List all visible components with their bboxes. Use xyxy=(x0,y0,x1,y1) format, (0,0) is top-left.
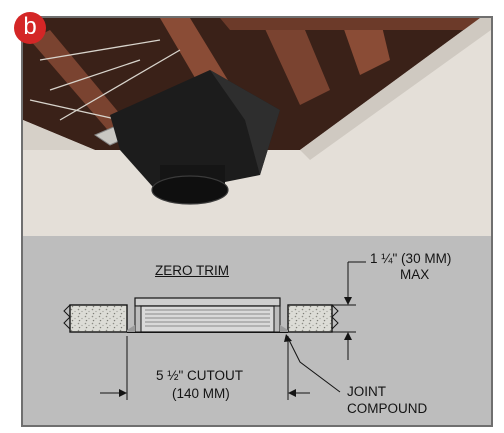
housing-top xyxy=(134,297,281,307)
housing-aperture xyxy=(151,175,229,205)
depth-dimension-max-label: MAX xyxy=(400,267,430,282)
break-line xyxy=(331,304,339,330)
ceiling-render xyxy=(23,18,491,236)
depth-dimension-label: 1 ¼" (30 MM) xyxy=(370,251,452,266)
cutout-dimension-label: 5 ½" CUTOUT xyxy=(156,368,244,383)
joist xyxy=(340,18,390,75)
joist xyxy=(220,18,480,30)
diagram-title: ZERO TRIM xyxy=(155,263,229,278)
joist xyxy=(260,18,330,105)
joint-compound-label: JOINT xyxy=(347,384,386,399)
housing-fins xyxy=(145,309,270,327)
joint-compound-label-line2: COMPOUND xyxy=(347,401,428,416)
drywall-right xyxy=(287,304,333,333)
break-line xyxy=(63,304,71,330)
drywall-left xyxy=(69,304,128,333)
wires xyxy=(29,39,181,121)
cutout-metric-label: (140 MM) xyxy=(172,386,230,401)
panel-badge: b xyxy=(14,12,46,44)
housing-side xyxy=(210,70,280,175)
